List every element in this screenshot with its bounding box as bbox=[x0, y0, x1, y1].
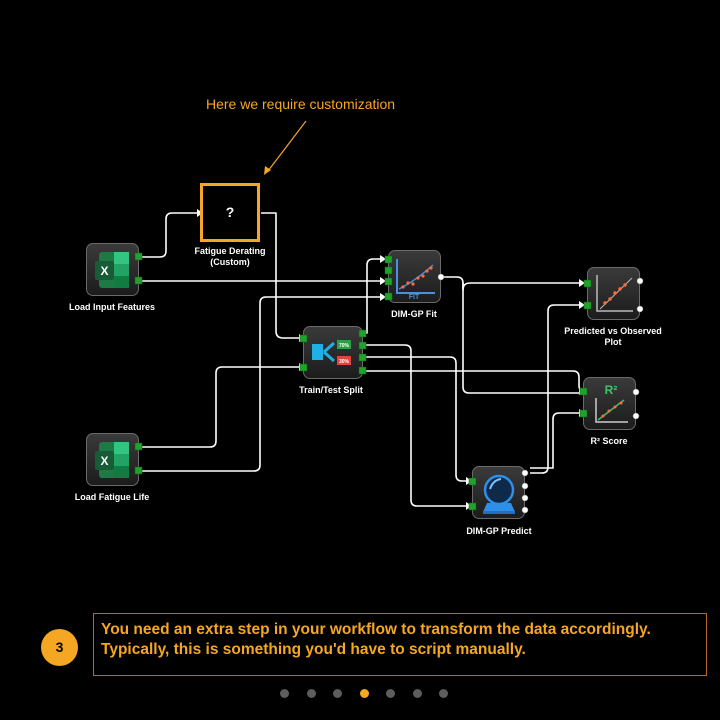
output-port bbox=[521, 506, 529, 514]
dim-gp-predict-node[interactable] bbox=[472, 466, 525, 519]
wire-arrowhead bbox=[380, 255, 386, 263]
output-port bbox=[437, 273, 445, 281]
step-number-badge: 3 bbox=[41, 629, 78, 666]
input-port bbox=[384, 255, 393, 264]
output-port bbox=[358, 353, 367, 362]
predicted-vs-observed-node[interactable] bbox=[587, 267, 640, 320]
wire bbox=[462, 282, 583, 291]
train-test-split-node[interactable]: 70% 30% bbox=[303, 326, 363, 379]
input-port bbox=[384, 277, 393, 286]
dim-gp-predict-label: DIM-GP Predict bbox=[466, 526, 532, 536]
test-percent: 30% bbox=[339, 359, 350, 365]
pagination-dot[interactable] bbox=[359, 689, 369, 698]
annotation-arrow-line bbox=[267, 120, 307, 172]
r2-score-node[interactable]: R² bbox=[583, 377, 636, 430]
fatigue-derating-label: Fatigue Derating (Custom) bbox=[170, 246, 290, 268]
excel-icon: X bbox=[95, 442, 129, 478]
wire bbox=[530, 412, 583, 469]
output-port bbox=[358, 366, 367, 375]
predicted-vs-observed-subtitle: Plot bbox=[604, 337, 622, 347]
excel-letter: X bbox=[100, 454, 108, 468]
input-port bbox=[579, 409, 588, 418]
dim-gp-fit-label: DIM-GP Fit bbox=[391, 309, 437, 319]
pagination-dot[interactable] bbox=[280, 689, 289, 698]
fatigue-derating-node[interactable]: ? bbox=[200, 183, 260, 242]
load-input-features-label: Load Input Features bbox=[68, 302, 155, 312]
output-port bbox=[521, 494, 529, 502]
wire-arrowhead bbox=[380, 293, 386, 301]
question-mark: ? bbox=[225, 204, 235, 220]
output-port bbox=[134, 442, 143, 451]
wire bbox=[363, 344, 470, 507]
wire bbox=[530, 304, 583, 474]
message-line-1: You need an extra step in your workflow … bbox=[101, 621, 651, 638]
message-line-2: Typically, this is something you'd have … bbox=[101, 641, 526, 658]
wire bbox=[363, 356, 470, 482]
tutorial-message-box: You need an extra step in your workflow … bbox=[93, 613, 707, 676]
pagination-dot[interactable] bbox=[333, 689, 342, 698]
output-port bbox=[134, 466, 143, 475]
output-port bbox=[632, 388, 640, 396]
pagination-dot[interactable] bbox=[386, 689, 395, 698]
input-port bbox=[299, 363, 308, 372]
input-port bbox=[583, 279, 592, 288]
load-fatigue-life-node[interactable]: X bbox=[86, 433, 139, 486]
input-port bbox=[579, 387, 588, 396]
input-port bbox=[299, 334, 308, 343]
input-port bbox=[583, 301, 592, 310]
pagination-dot[interactable] bbox=[439, 689, 448, 698]
wire bbox=[139, 296, 384, 472]
wire bbox=[139, 366, 303, 448]
input-port bbox=[384, 266, 393, 275]
input-port bbox=[384, 292, 393, 301]
train-percent: 70% bbox=[339, 343, 350, 349]
wire bbox=[139, 212, 199, 258]
scatter-plot-icon bbox=[596, 275, 633, 312]
train-test-split-label: Train/Test Split bbox=[299, 385, 363, 395]
fatigue-derating-subtitle: (Custom) bbox=[210, 257, 250, 267]
wire-arrowhead bbox=[380, 277, 386, 285]
r2-icon: R² bbox=[595, 383, 628, 423]
wire-arrowhead bbox=[579, 279, 585, 287]
output-port bbox=[358, 341, 367, 350]
fit-tag: FIT bbox=[409, 294, 420, 301]
input-port bbox=[468, 502, 477, 511]
annotation-text: Here we require customization bbox=[206, 96, 396, 112]
fatigue-derating-title: Fatigue Derating bbox=[194, 246, 266, 256]
load-input-features-node[interactable]: X bbox=[86, 243, 139, 296]
fit-chart-icon: FIT bbox=[396, 259, 435, 301]
input-port bbox=[468, 477, 477, 486]
output-port bbox=[636, 277, 644, 285]
r2-tag: R² bbox=[605, 383, 618, 397]
output-port bbox=[134, 276, 143, 285]
r2-score-label: R² Score bbox=[590, 436, 628, 446]
predicted-vs-observed-label: Predicted vs Observed Plot bbox=[553, 326, 673, 348]
output-port bbox=[521, 469, 529, 477]
wire bbox=[441, 276, 583, 394]
predicted-vs-observed-title: Predicted vs Observed bbox=[564, 326, 662, 336]
output-port bbox=[521, 482, 529, 490]
crystal-ball-icon bbox=[483, 474, 515, 514]
split-icon: 70% 30% bbox=[312, 340, 351, 365]
output-port bbox=[134, 252, 143, 261]
excel-icon: X bbox=[95, 252, 129, 288]
output-port bbox=[358, 329, 367, 338]
annotation-arrowhead bbox=[264, 166, 271, 175]
wire bbox=[261, 212, 303, 339]
output-port bbox=[632, 412, 640, 420]
pagination-dot[interactable] bbox=[306, 689, 316, 698]
load-fatigue-life-label: Load Fatigue Life bbox=[74, 492, 150, 502]
wire bbox=[363, 258, 384, 334]
excel-letter: X bbox=[100, 264, 108, 278]
pagination-dot[interactable] bbox=[412, 689, 422, 698]
wire-arrowhead bbox=[579, 301, 585, 309]
output-port bbox=[636, 305, 644, 313]
